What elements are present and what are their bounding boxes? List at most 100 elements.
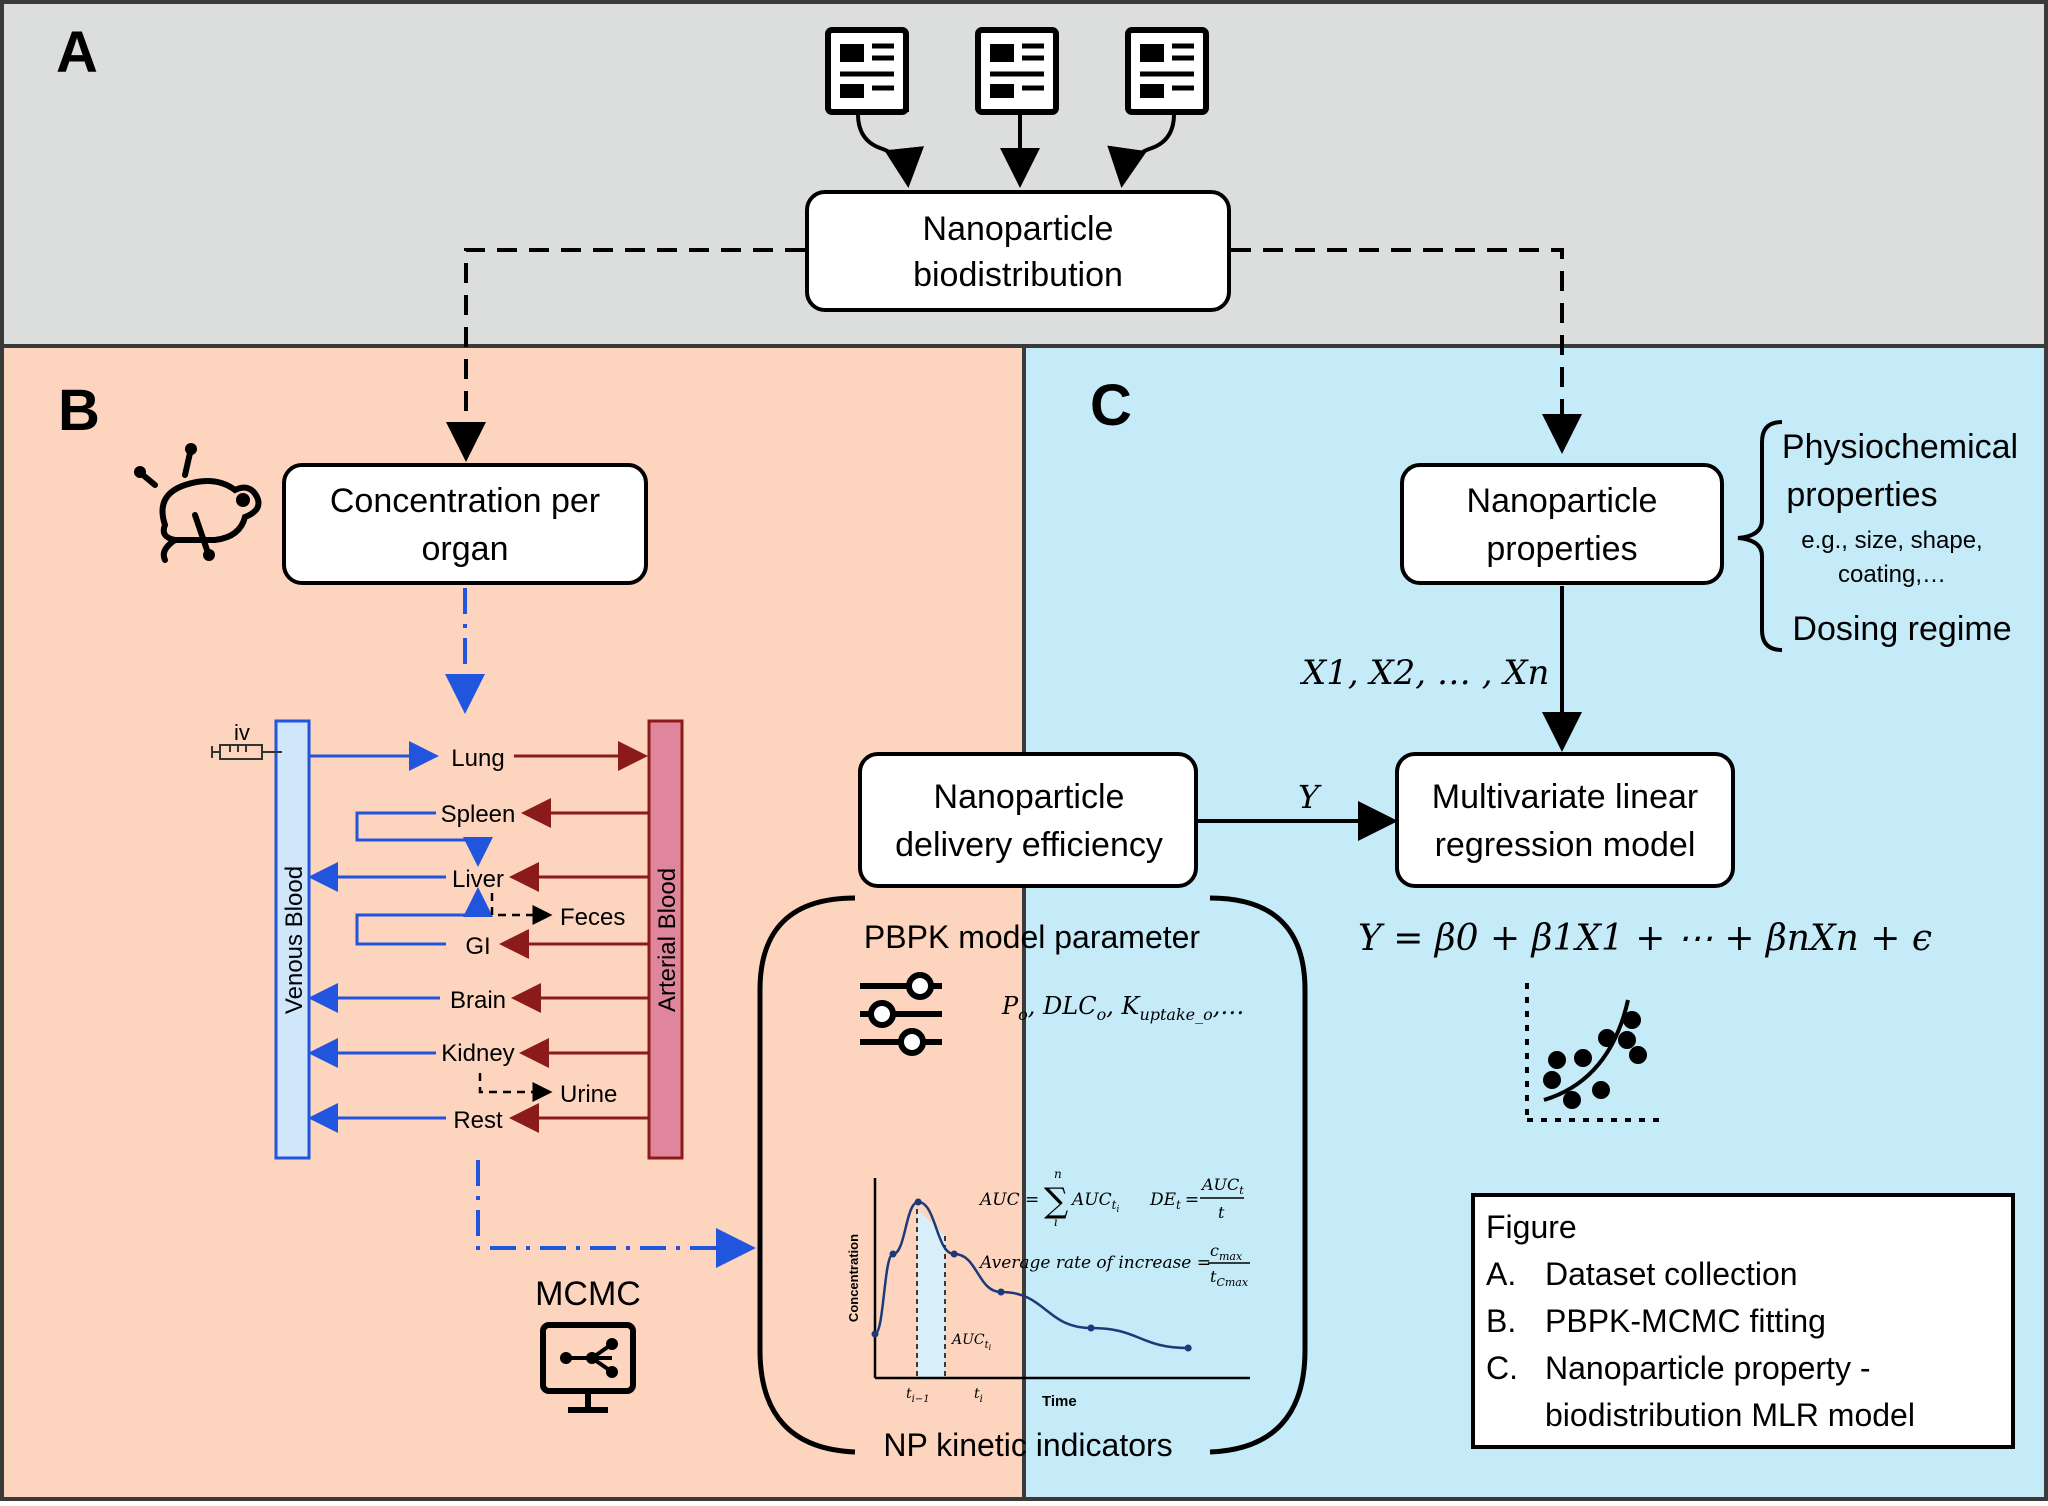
- panel-a-label: A: [56, 20, 98, 85]
- pbpk-parameter-list: Po, DLCo, Kuptake_o,…: [1001, 992, 1244, 1024]
- tick-prev-label: ti−1: [906, 1386, 930, 1405]
- delivery-line-2: delivery efficiency: [895, 826, 1163, 864]
- organ-brain: Brain: [450, 987, 506, 1014]
- de-equation-lhs: DEt=: [1149, 1190, 1199, 1212]
- mlr-equation: Y = β0 + β1X1 + ⋯ + βnXn + ϵ: [1358, 918, 1932, 959]
- curve-point: [1087, 1324, 1095, 1332]
- curve-point: [889, 1250, 897, 1258]
- pbpk-parameter-title: PBPK model parameter: [864, 919, 1201, 955]
- biodistribution-box: [805, 190, 1231, 312]
- examples-line-1: e.g., size, shape,: [1801, 527, 1982, 554]
- concentration-time-plot: Concentration Time ti−1 ti AUCti: [846, 1178, 1250, 1410]
- legend-item-b: PBPK-MCMC fitting: [1545, 1303, 1826, 1339]
- sliders-icon: [860, 972, 942, 1056]
- concentration-line-2: organ: [422, 530, 509, 568]
- np-kinetic-indicators-title: NP kinetic indicators: [883, 1427, 1172, 1463]
- legend-key-a: A.: [1486, 1256, 1516, 1292]
- venous-blood-bar: [274, 719, 311, 1160]
- organ-rest: Rest: [453, 1107, 503, 1134]
- dosing-regime: Dosing regime: [1792, 610, 2011, 648]
- mlr-box: [1395, 752, 1735, 888]
- tick-cur-label: ti: [974, 1386, 983, 1405]
- plot-y-label: Concentration: [846, 1234, 861, 1322]
- urine-arrow: [478, 1073, 553, 1102]
- panel-b-label: B: [58, 378, 100, 443]
- delivery-box: [858, 752, 1198, 888]
- kinetics-bracket-left: [757, 895, 856, 1455]
- feces-label: Feces: [560, 904, 625, 931]
- auc-shaded-area: [917, 1209, 945, 1378]
- mcmc-label: MCMC: [535, 1275, 641, 1313]
- dashed-connector-right: [1231, 248, 1582, 454]
- properties-bracket: [1737, 420, 1783, 652]
- examples-line-2: coating,…: [1838, 561, 1946, 588]
- panel-c-label: C: [1090, 373, 1132, 438]
- mlr-inputs: X1, X2, … , Xn: [1299, 653, 1549, 693]
- rate-numerator: cmax: [1210, 1241, 1243, 1263]
- de-numerator: AUCt: [1200, 1175, 1244, 1197]
- document-icon: [1125, 27, 1209, 115]
- blue-arrow-to-kinetics: [476, 1160, 756, 1268]
- doc-arrow-left: [856, 113, 925, 188]
- concentration-line-1: Concentration per: [330, 482, 600, 520]
- biodistribution-line-2: biodistribution: [913, 256, 1123, 294]
- curve-point: [871, 1330, 879, 1338]
- properties-line-1: Nanoparticle: [1467, 482, 1658, 520]
- document-icon: [825, 27, 909, 115]
- legend-key-b: B.: [1486, 1303, 1516, 1339]
- physio-line-1: Physiochemical: [1782, 428, 2018, 466]
- de-denominator: t: [1218, 1203, 1225, 1222]
- mouse-icon: [134, 443, 262, 563]
- curve-point: [1184, 1344, 1192, 1352]
- properties-box: [1400, 463, 1724, 585]
- auc-sum-sign: ∑: [1044, 1181, 1068, 1221]
- scatter-plot-icon: [1525, 983, 1663, 1122]
- concentration-box: [282, 463, 648, 585]
- document-icon: [975, 27, 1059, 115]
- curve-point: [914, 1198, 922, 1206]
- biodistribution-line-1: Nanoparticle: [923, 210, 1114, 248]
- mlr-output: Y: [1298, 778, 1322, 816]
- syringe-icon: [211, 744, 274, 760]
- mlr-line-1: Multivariate linear: [1432, 778, 1698, 816]
- mlr-line-2: regression model: [1435, 826, 1696, 864]
- dashed-connector-left: [446, 248, 805, 462]
- curve-point: [997, 1288, 1005, 1296]
- properties-line-2: properties: [1486, 530, 1637, 568]
- legend-item-c-continued: biodistribution MLR model: [1545, 1397, 1915, 1433]
- auc-area-label: AUCti: [950, 1332, 992, 1352]
- kinetics-bracket-right: [1209, 895, 1308, 1455]
- auc-sum-term: AUCti: [1070, 1190, 1119, 1215]
- organ-liver: Liver: [452, 866, 504, 893]
- arterial-blood-label: Arterial Blood: [654, 868, 681, 1012]
- rate-equation-lhs: Average rate of increase =: [978, 1253, 1211, 1273]
- venous-blood-label: Venous Blood: [281, 866, 308, 1014]
- auc-equation-lhs: AUC =: [978, 1190, 1039, 1210]
- doc-arrow-right: [1107, 113, 1176, 188]
- blue-arrow-spleen-to-liver: [355, 811, 493, 867]
- computer-network-icon: [540, 1322, 636, 1413]
- urine-label: Urine: [560, 1081, 617, 1108]
- legend-item-c: Nanoparticle property -: [1545, 1350, 1870, 1386]
- physio-line-2: properties: [1786, 476, 1937, 514]
- legend-key-c: C.: [1486, 1350, 1518, 1386]
- blue-arrow-gi-to-liver: [355, 887, 493, 946]
- iv-label: iv: [234, 720, 250, 745]
- legend-title: Figure: [1486, 1209, 1577, 1245]
- organ-gi: GI: [465, 933, 490, 960]
- curve-point: [950, 1250, 958, 1258]
- plot-x-label: Time: [1042, 1393, 1077, 1410]
- delivery-line-1: Nanoparticle: [934, 778, 1125, 816]
- organ-kidney: Kidney: [441, 1040, 514, 1067]
- feces-arrow: [490, 893, 553, 925]
- rate-denominator: tCmax: [1210, 1267, 1249, 1289]
- auc-sum-bottom: i: [1054, 1215, 1058, 1229]
- organ-lung: Lung: [451, 745, 504, 772]
- auc-sum-top: n: [1054, 1167, 1062, 1181]
- arterial-blood-bar: [647, 719, 684, 1160]
- legend-item-a: Dataset collection: [1545, 1256, 1798, 1292]
- organ-spleen: Spleen: [441, 801, 516, 828]
- legend-box: [1471, 1193, 2015, 1449]
